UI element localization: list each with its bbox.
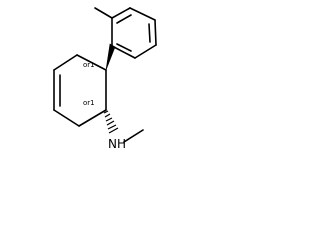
hash-line-6	[108, 127, 119, 134]
nitrogen-label: NH	[108, 137, 126, 151]
aromatic-inner-bond-2	[148, 23, 151, 43]
ring-bond-bottom-right	[134, 44, 157, 59]
stereo-label-upper: or1	[83, 61, 95, 69]
ring-bond-top-right	[129, 7, 156, 21]
aromatic-inner-bond-3	[116, 43, 132, 52]
tolyl-ring	[94, 7, 157, 59]
molecule-structure-canvas: or1 or1 NH	[0, 0, 182, 164]
cyclohexene-bond-lower-right	[78, 109, 107, 127]
molecule-svg: or1 or1 NH	[53, 7, 157, 151]
n-methyl-bond	[123, 129, 144, 143]
hash-line-1	[103, 110, 109, 114]
hash-line-2	[104, 113, 111, 118]
cyclohexene-ring	[53, 54, 107, 127]
hashed-bond-to-nitrogen	[103, 110, 119, 134]
cyclohexene-bond-lower-left	[53, 109, 80, 127]
cyclohexene-bond-upper-right	[76, 54, 107, 71]
aromatic-inner-bond-1	[116, 14, 132, 24]
ring-bond-right	[154, 19, 157, 46]
hash-line-3	[105, 117, 113, 122]
hash-line-4	[106, 120, 115, 126]
methyl-bond	[94, 7, 113, 19]
ring-bond-bottom-left	[111, 45, 136, 59]
stereo-label-lower: or1	[83, 99, 95, 107]
cyclohexene-bond-top	[53, 54, 78, 71]
wedge-bond-to-aryl	[105, 43, 116, 71]
ring-bond-top-left	[111, 7, 131, 19]
hash-line-5	[107, 124, 117, 130]
